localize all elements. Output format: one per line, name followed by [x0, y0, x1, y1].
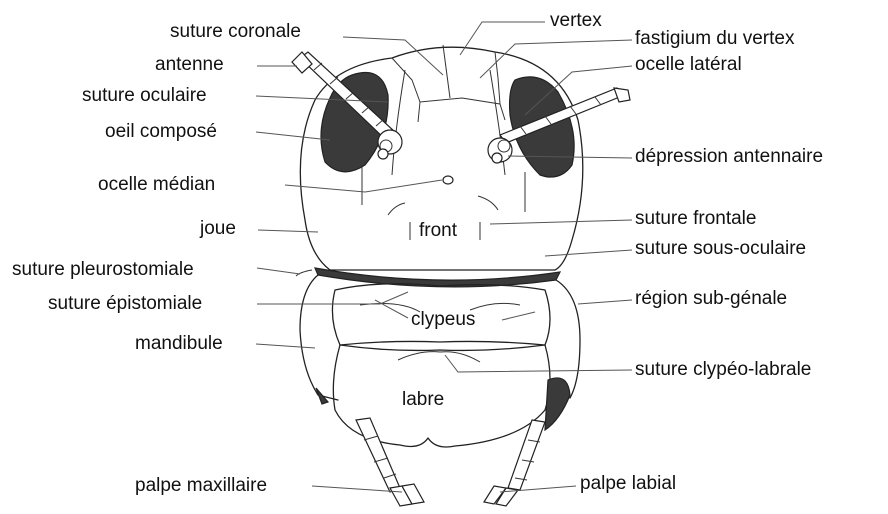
left-palp [356, 418, 424, 506]
leader-vertex [460, 22, 545, 55]
right-antennal-socket [488, 138, 512, 163]
label-suture-clypeo-labrale: suture clypéo-labrale [635, 359, 811, 380]
leader-suture-coronale [343, 37, 443, 75]
labels: suture coronale vertex fastigium du vert… [12, 10, 823, 496]
label-palpe-labial: palpe labial [580, 473, 676, 494]
label-clypeus: clypeus [411, 309, 475, 330]
leader-clypeus-right [502, 312, 535, 320]
fastigium-outline [392, 52, 500, 104]
leader-suture-frontale [490, 220, 632, 224]
label-oeil-compose: oeil composé [105, 121, 217, 142]
left-ocular-suture [392, 70, 405, 175]
left-gena-lower [300, 275, 338, 400]
left-pleurostomal-line [296, 270, 312, 276]
label-joue: joue [199, 218, 236, 239]
labrum-dark-right [545, 378, 570, 430]
vertex-inner-line [418, 102, 505, 122]
label-suture-oculaire: suture oculaire [82, 85, 207, 106]
left-antennal-socket [378, 130, 402, 159]
label-suture-epistomiale: suture épistomiale [48, 293, 202, 314]
median-ocellus [443, 176, 453, 184]
head-drawing [292, 45, 630, 506]
label-depression-antennaire: dépression antennaire [635, 146, 823, 167]
labrum-dark-left [316, 388, 328, 404]
leader-sous-oculaire [545, 250, 632, 256]
leader-oeil-compose [256, 132, 330, 140]
leader-sub-genale [578, 300, 632, 304]
epistomial-suture [315, 268, 560, 287]
label-ocelle-lateral: ocelle latéral [635, 54, 742, 75]
leader-fastigium [480, 40, 632, 78]
label-mandibule: mandibule [135, 333, 223, 354]
leader-clypeus-left [375, 300, 408, 318]
leader-lines [256, 22, 632, 492]
label-suture-pleurostomiale: suture pleurostomiale [12, 259, 194, 280]
label-front: front [419, 220, 458, 241]
clypeo-labral-lines [398, 352, 480, 362]
coronal-suture-line [443, 45, 450, 98]
leader-pleurostomiale [257, 268, 300, 274]
label-region-sub-genale: région sub-génale [635, 288, 787, 309]
leader-mandibule [256, 344, 315, 348]
label-fastigium-du-vertex: fastigium du vertex [635, 28, 795, 49]
label-ocelle-median: ocelle médian [98, 174, 215, 195]
label-labre: labre [402, 389, 444, 410]
label-antenne: antenne [155, 54, 224, 75]
label-palpe-maxillaire: palpe maxillaire [135, 475, 267, 496]
leader-joue [258, 230, 318, 232]
label-suture-sous-oculaire: suture sous-oculaire [635, 238, 806, 259]
right-frontal-suture [478, 196, 498, 210]
leader-clypeo-labrale [445, 355, 632, 372]
label-suture-coronale: suture coronale [170, 21, 301, 42]
leader-ocelle-median [285, 180, 442, 192]
left-frontal-suture [388, 203, 405, 215]
label-suture-frontale: suture frontale [635, 208, 756, 229]
right-palp [484, 420, 545, 506]
label-vertex: vertex [550, 10, 602, 31]
